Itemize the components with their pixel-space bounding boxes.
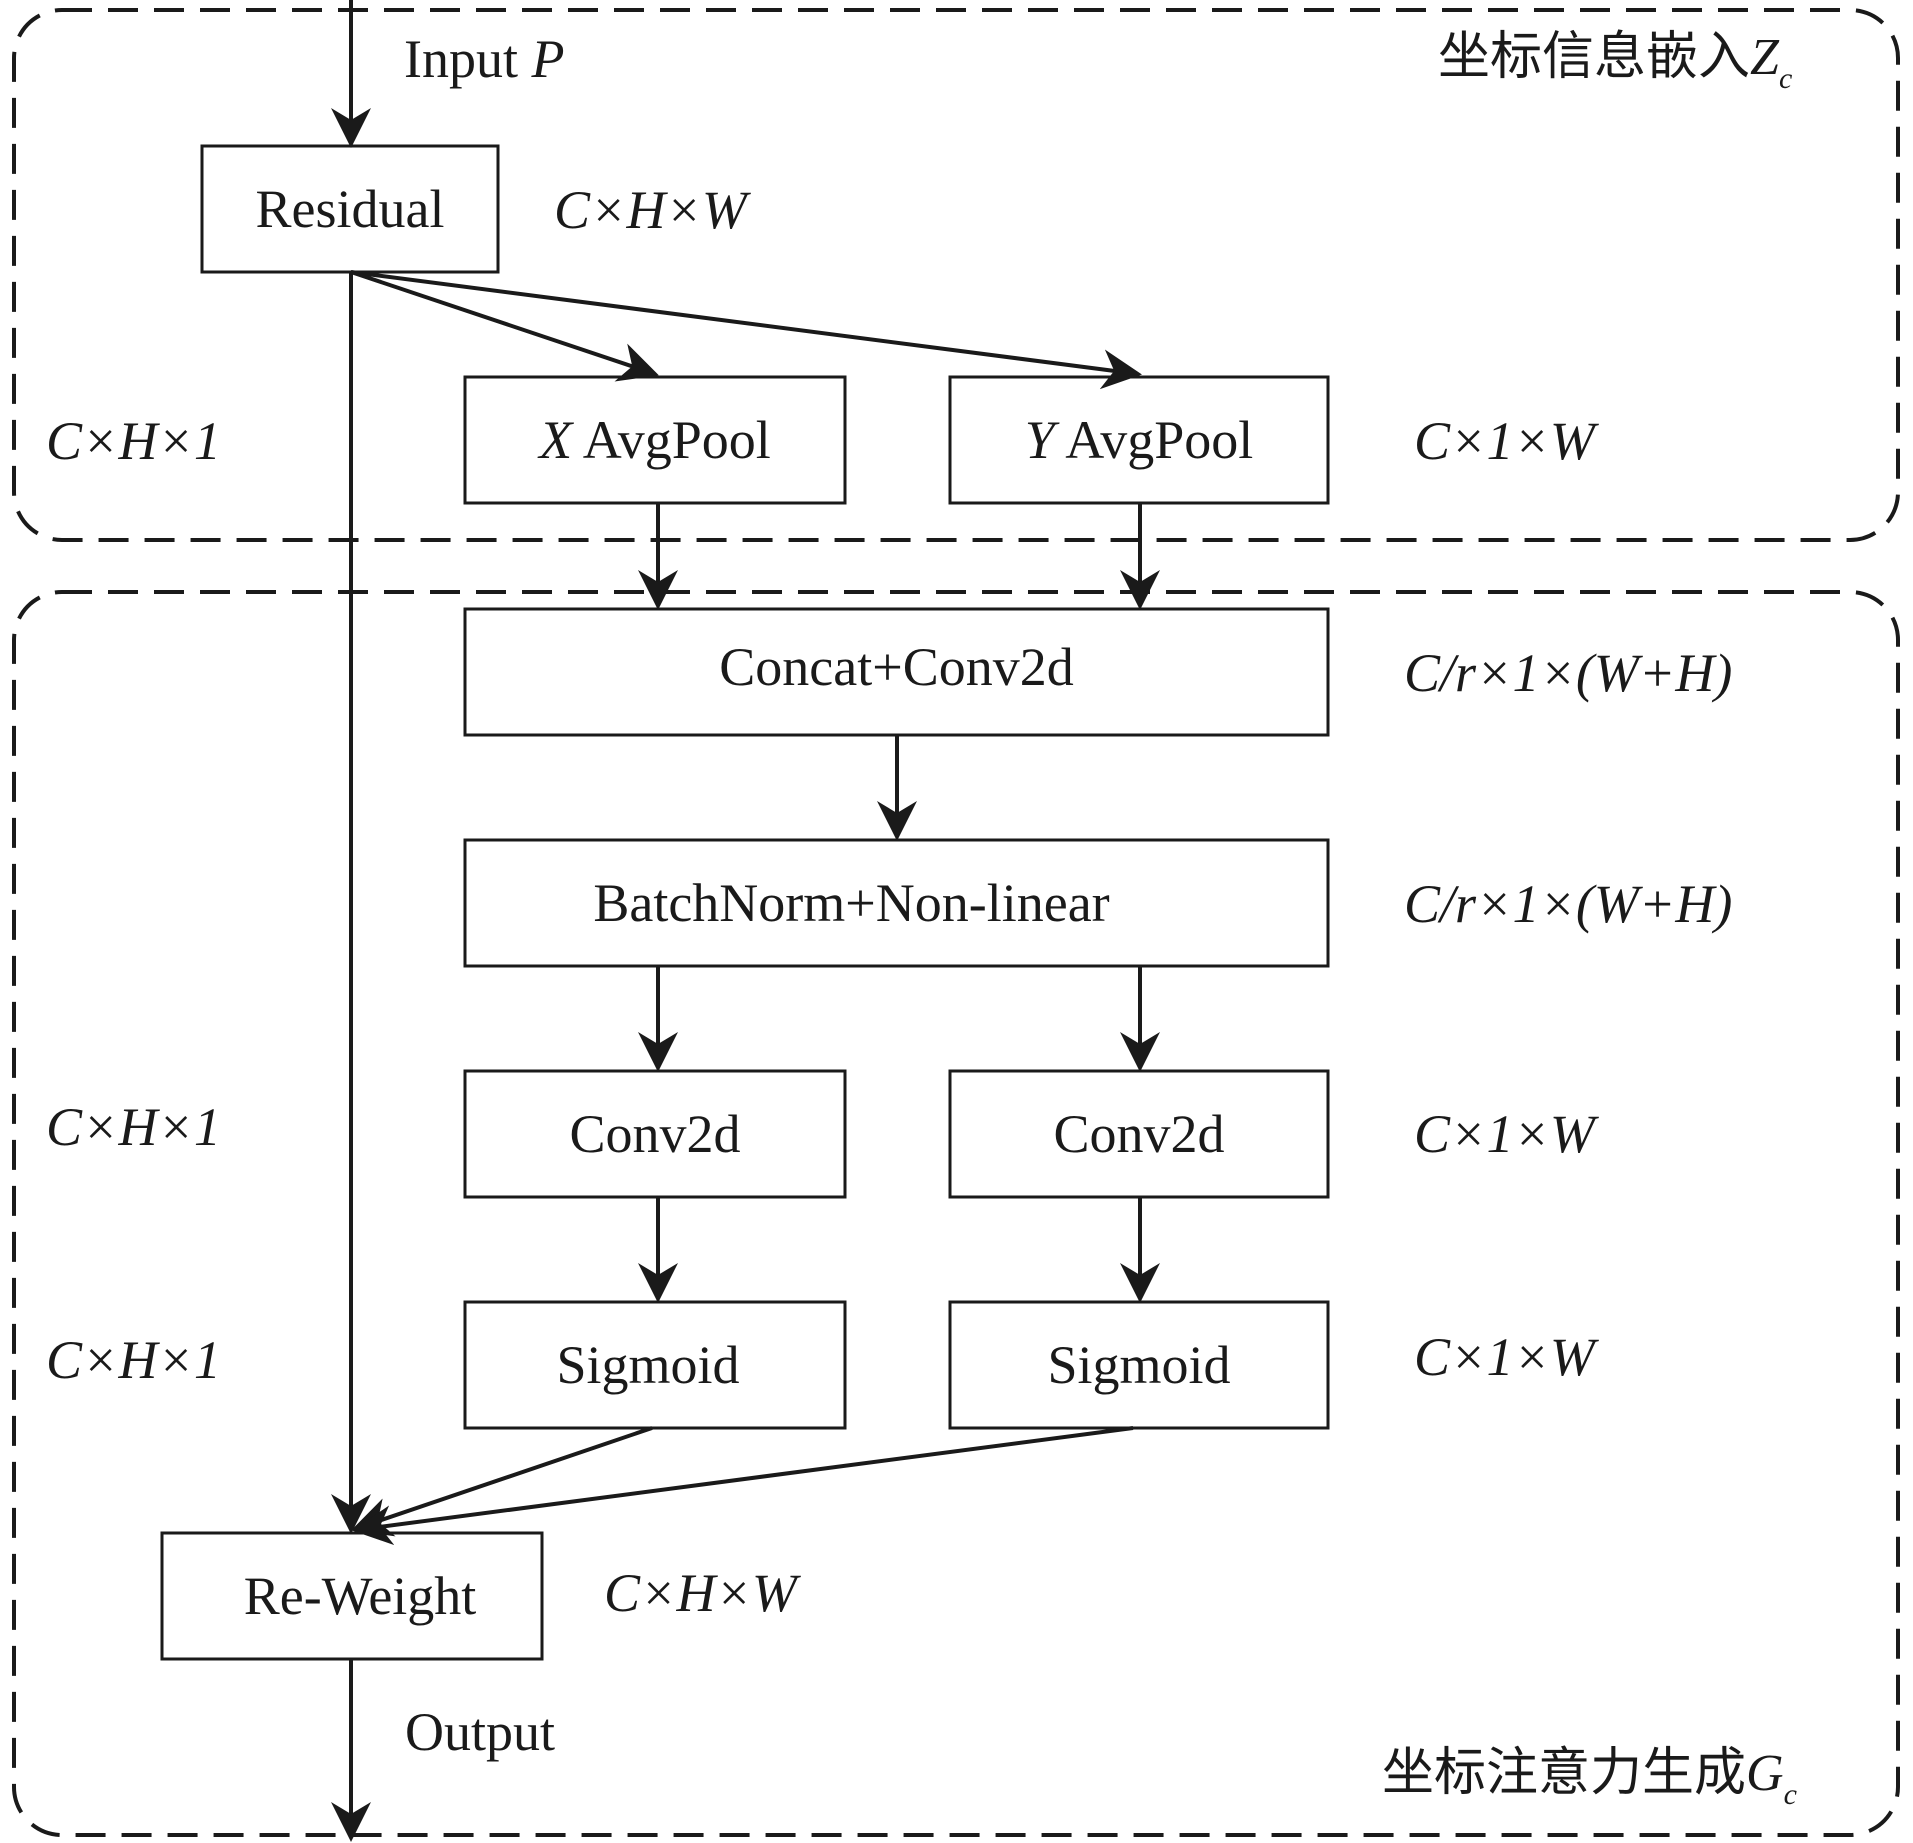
- sigmoid-right-label: Sigmoid: [1047, 1335, 1231, 1395]
- embedding-title-symbol: Z: [1750, 29, 1779, 86]
- residual-label: Residual: [255, 179, 445, 239]
- input-text: Input: [404, 29, 532, 89]
- sigmoid-right-box: [948, 1300, 1330, 1430]
- conv-right-label: Conv2d: [1053, 1104, 1225, 1164]
- generation-region-frame: [12, 590, 1900, 1837]
- y-avgpool-box: [948, 375, 1330, 505]
- concat-box: [463, 607, 1330, 737]
- residual-to-ypool-arrow: [350, 270, 1142, 390]
- reweight-dim-label: C×H×W: [604, 1563, 797, 1623]
- sigmoid-right-to-reweight-arrow: [352, 1426, 1134, 1546]
- generation-title-text: 坐标注意力生成: [1382, 1745, 1747, 1802]
- concat-dim-label: C/r×1×(W+H): [1404, 643, 1733, 703]
- x-axis-symbol: X: [539, 410, 573, 470]
- sigmoid-right-dim-label: C×1×W: [1414, 1327, 1595, 1387]
- x-pool-dim-label: C×H×1: [46, 411, 221, 471]
- sigmoid-left-label: Sigmoid: [556, 1335, 740, 1395]
- conv-left-label: Conv2d: [569, 1104, 741, 1164]
- reweight-label: Re-Weight: [243, 1566, 477, 1626]
- conv-right-dim-label: C×1×W: [1414, 1104, 1595, 1164]
- batchnorm-label: BatchNorm+Non-linear: [593, 873, 1110, 933]
- concat-label: Concat+Conv2d: [719, 637, 1074, 697]
- generation-region-title: 坐标注意力生成Gc: [1382, 1748, 1797, 1810]
- y-avgpool-label: Y AvgPool: [950, 377, 1328, 503]
- conv-right-box: [948, 1069, 1330, 1199]
- x-avgpool-label: X AvgPool: [465, 377, 845, 503]
- sigmoid-left-dim-label: C×H×1: [46, 1330, 221, 1390]
- batchnorm-box: [463, 838, 1330, 968]
- embedding-title-subscript: c: [1778, 62, 1793, 95]
- output-label: Output: [405, 1702, 556, 1762]
- conv-left-box: [463, 1069, 847, 1199]
- batchnorm-dim-label: C/r×1×(W+H): [1404, 874, 1733, 934]
- residual-box: [200, 144, 500, 274]
- y-axis-symbol: Y: [1024, 410, 1055, 470]
- embedding-region-title: 坐标信息嵌入Zc: [1438, 32, 1792, 94]
- input-symbol: P: [531, 29, 565, 89]
- input-label: Input P: [404, 32, 565, 86]
- y-pool-dim-label: C×1×W: [1414, 411, 1595, 471]
- x-avgpool-text: AvgPool: [572, 410, 771, 470]
- y-avgpool-text: AvgPool: [1054, 410, 1254, 470]
- residual-to-xpool-arrow: [350, 270, 659, 382]
- sigmoid-left-box: [463, 1300, 847, 1430]
- embedding-region-frame: [12, 8, 1900, 542]
- residual-dim-label: C×H×W: [554, 180, 747, 240]
- generation-title-subscript: c: [1783, 1778, 1797, 1811]
- embedding-title-text: 坐标信息嵌入: [1438, 29, 1751, 86]
- sigmoid-left-to-reweight-arrow: [351, 1426, 653, 1537]
- generation-title-symbol: G: [1746, 1745, 1784, 1802]
- conv-left-dim-label: C×H×1: [46, 1097, 221, 1157]
